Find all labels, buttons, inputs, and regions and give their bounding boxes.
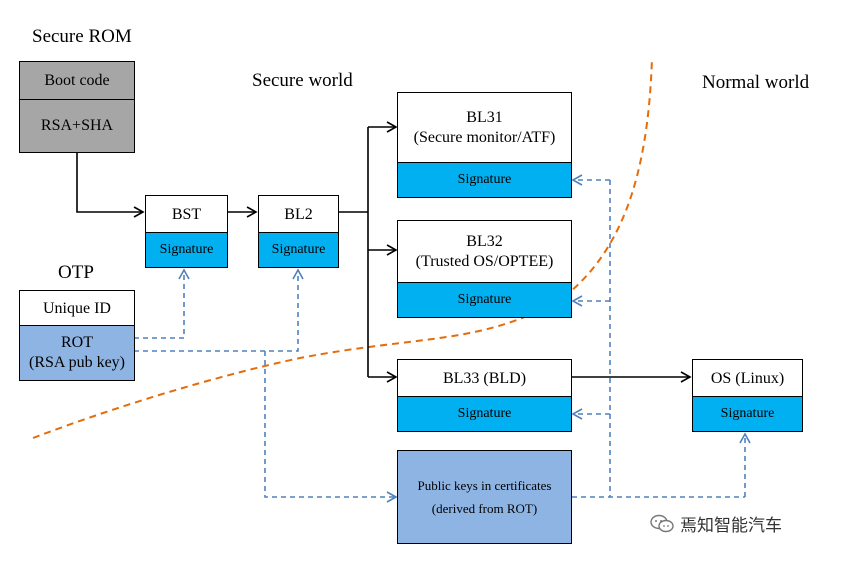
public-keys-text: Public keys in certificates [417,477,552,493]
bl2-title: BL2 [284,205,313,223]
bl33-box: BL33 (BLD) [397,359,572,398]
rot-subtext: (RSA pub key) [29,354,125,371]
rot-text: ROT [61,334,93,351]
bl32-signature: Signature [397,282,572,318]
arrow-bl2-trunk [338,127,369,377]
normal-world-label: Normal world [702,72,810,93]
bl31-signature: Signature [397,162,572,198]
dashed-rot-to-bl2-sig [134,268,304,352]
rot-box: ROT (RSA pub key) [19,325,135,381]
otp-label: OTP [58,262,94,283]
dashed-rot-to-bst-sig [134,268,190,339]
watermark: 焉知智能汽车 [650,511,782,536]
rsa-sha-box: RSA+SHA [19,99,135,153]
bst-title: BST [171,205,202,223]
bl32-signature-text: Signature [457,292,512,308]
os-box: OS (Linux) [692,359,803,398]
bst-box: BST [145,195,228,234]
rsa-sha-text: RSA+SHA [40,117,114,134]
bl31-signature-text: Signature [457,172,512,188]
bl33-signature-text: Signature [457,406,512,422]
bl2-signature-text: Signature [271,242,326,258]
world-boundary-curve [32,57,653,439]
boot-code-text: Boot code [44,72,110,89]
public-keys-box: Public keys in certificates (derived fro… [397,450,572,544]
public-keys-subtext: (derived from ROT) [431,501,538,516]
unique-id-box: Unique ID [19,290,135,327]
bl32-box: BL32 (Trusted OS/OPTEE) [397,220,572,284]
secure-rom-label: Secure ROM [32,26,132,47]
secure-world-label: Secure world [252,70,353,91]
bl31-subtitle: (Secure monitor/ATF) [413,129,556,146]
bl31-title: BL31 [466,109,503,126]
bl31-box: BL31 (Secure monitor/ATF) [397,92,572,164]
arrow-rom-to-bst [76,152,145,218]
dashed-rot-to-pubkeys [264,351,398,503]
boot-code-box: Boot code [19,61,135,101]
wechat-icon [650,514,674,532]
watermark-text: 焉知智能汽车 [680,516,782,536]
os-title: OS (Linux) [710,369,785,387]
unique-id-text: Unique ID [43,299,111,317]
bst-signature: Signature [145,232,228,268]
dashed-pubkeys-bus [572,180,745,498]
bl33-signature: Signature [397,396,572,432]
bl2-signature: Signature [258,232,339,268]
bl33-title: BL33 (BLD) [442,369,527,387]
bst-signature-text: Signature [159,242,214,258]
bl32-title: BL32 [466,233,503,250]
bl32-subtitle: (Trusted OS/OPTEE) [415,253,554,270]
os-signature: Signature [692,396,803,432]
os-signature-text: Signature [720,406,775,422]
bl2-box: BL2 [258,195,339,234]
